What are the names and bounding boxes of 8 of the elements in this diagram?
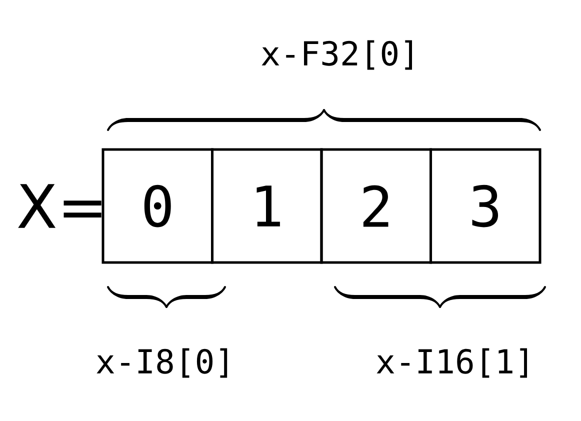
array-cell: 1 xyxy=(211,148,323,264)
equation-label: X= xyxy=(18,184,102,228)
brace-label: x-I8[0] xyxy=(96,348,228,378)
brace-label: x-F32[0] xyxy=(262,40,412,70)
array-cell: 0 xyxy=(102,148,214,264)
array-cell: 3 xyxy=(430,148,542,264)
array-cell: 2 xyxy=(320,148,432,264)
brace-label: x-I16[1] xyxy=(376,348,527,378)
